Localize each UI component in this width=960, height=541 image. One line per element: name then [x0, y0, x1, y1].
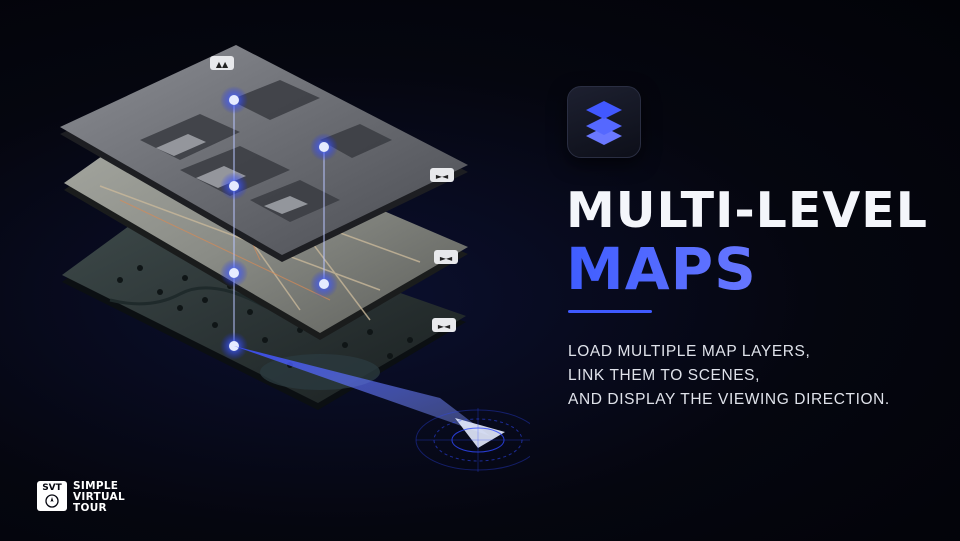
layers-app-icon [567, 86, 641, 158]
svg-text:▲▲: ▲▲ [216, 60, 229, 69]
title-line-1: MULTI-LEVEL [566, 182, 928, 239]
description-line: LOAD MULTIPLE MAP LAYERS, [568, 343, 811, 360]
layered-map-illustration: ►◄ ►◄ [60, 45, 530, 472]
compass-rings [415, 408, 530, 472]
map-layer-floorplan: ▲▲ ►◄ [60, 45, 468, 262]
viewing-direction-beam [234, 346, 505, 448]
brand-name-line: SIMPLE [73, 480, 119, 492]
brand-name-line: TOUR [73, 502, 107, 514]
svg-text:►◄: ►◄ [440, 254, 453, 263]
brand-badge: SVT [37, 481, 67, 511]
brand-name: SIMPLE VIRTUAL TOUR [73, 481, 125, 514]
svg-text:►◄: ►◄ [438, 322, 451, 331]
svg-text:►◄: ►◄ [436, 172, 449, 181]
brand-logo: SVT SIMPLE VIRTUAL TOUR [37, 481, 125, 514]
brand-abbr: SVT [42, 483, 62, 493]
layer-link-lines [232, 100, 326, 345]
feature-description: LOAD MULTIPLE MAP LAYERS, LINK THEM TO S… [568, 340, 890, 412]
title-line-2: MAPS [566, 240, 928, 298]
brand-name-line: VIRTUAL [73, 491, 125, 503]
page-title: MULTI-LEVEL MAPS [566, 186, 928, 298]
compass-icon [45, 494, 59, 508]
hotspot-nodes [220, 86, 338, 360]
layers-icon [586, 101, 622, 145]
accent-divider [568, 310, 652, 313]
description-line: AND DISPLAY THE VIEWING DIRECTION. [568, 391, 890, 408]
description-line: LINK THEM TO SCENES, [568, 367, 761, 384]
